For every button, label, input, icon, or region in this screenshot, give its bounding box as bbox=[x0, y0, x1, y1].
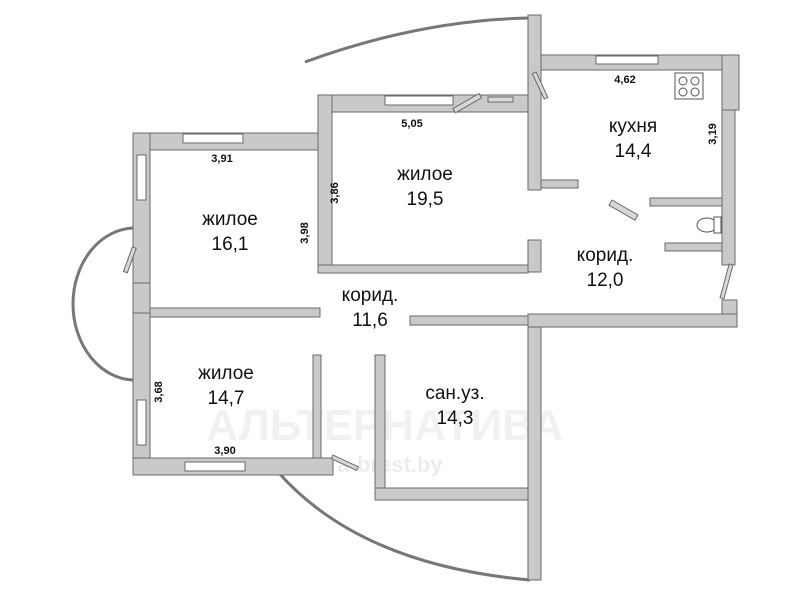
room-name: жилое bbox=[198, 363, 254, 384]
room-name: корид. bbox=[342, 285, 399, 306]
dimension: 3,19 bbox=[707, 123, 719, 144]
dimension: 3,68 bbox=[153, 381, 165, 402]
dimension: 3,98 bbox=[299, 222, 311, 243]
walls bbox=[132, 14, 740, 581]
room-area: 14,3 bbox=[437, 408, 474, 429]
room-labels: жилое 16,1 жилое 19,5 кухня 14,4 корид. … bbox=[198, 116, 657, 429]
room-name: жилое bbox=[202, 209, 258, 230]
room-area: 16,1 bbox=[212, 234, 249, 255]
dimension: 3,91 bbox=[211, 153, 232, 165]
balcony-left bbox=[71, 226, 136, 382]
stove-icon bbox=[674, 72, 704, 100]
dimension: 5,05 bbox=[401, 118, 422, 130]
room-name: корид. bbox=[577, 245, 634, 266]
doors bbox=[122, 71, 734, 472]
balcony-top bbox=[304, 16, 531, 64]
dimension-labels: 3,91 3,98 5,05 3,86 4,62 3,19 3,68 3,90 bbox=[153, 74, 719, 457]
dimension: 4,62 bbox=[614, 74, 635, 86]
toilet-icon bbox=[696, 216, 722, 234]
windows bbox=[136, 55, 659, 472]
balcony-bottom bbox=[276, 471, 531, 582]
room-area: 19,5 bbox=[407, 189, 444, 210]
watermark-site: a-brest.by bbox=[337, 452, 443, 477]
balconies bbox=[71, 16, 531, 582]
room-name: кухня bbox=[609, 116, 657, 137]
room-name: жилое bbox=[397, 164, 453, 185]
room-name: сан.уз. bbox=[425, 383, 484, 404]
room-area: 14,4 bbox=[615, 141, 652, 162]
room-area: 14,7 bbox=[208, 388, 245, 409]
dimension: 3,86 bbox=[329, 182, 341, 203]
room-area: 11,6 bbox=[352, 310, 388, 331]
room-area: 12,0 bbox=[587, 270, 624, 291]
dimension: 3,90 bbox=[214, 445, 235, 457]
